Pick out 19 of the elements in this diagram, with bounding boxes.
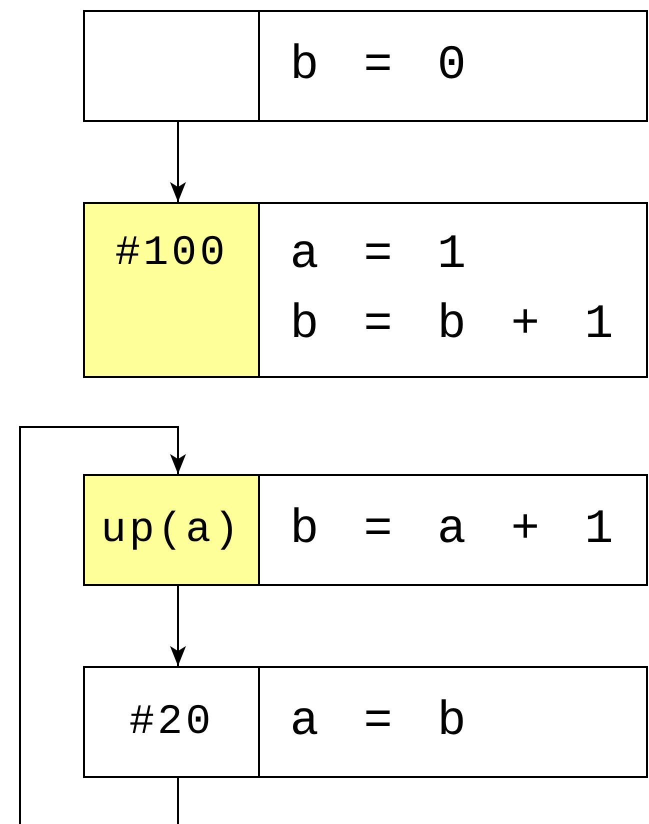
block-label: #20	[129, 701, 214, 743]
code-statement: b = a + 1	[290, 506, 622, 554]
block-label: up(a)	[100, 509, 242, 551]
code-box	[258, 666, 648, 778]
code-box	[258, 10, 648, 122]
arrow	[19, 426, 186, 824]
label-box	[83, 474, 260, 586]
code-box	[258, 474, 648, 586]
label-box	[83, 10, 260, 122]
arrow	[170, 122, 186, 202]
block-label: #100	[115, 232, 228, 274]
code-statement: a = b	[290, 698, 474, 746]
code-statement: b = b + 1	[290, 301, 622, 349]
code-box	[258, 202, 648, 378]
code-statement: b = 0	[290, 42, 474, 90]
arrow	[170, 586, 186, 666]
label-box	[83, 202, 260, 378]
label-box	[83, 666, 260, 778]
code-statement: a = 1	[290, 231, 474, 279]
